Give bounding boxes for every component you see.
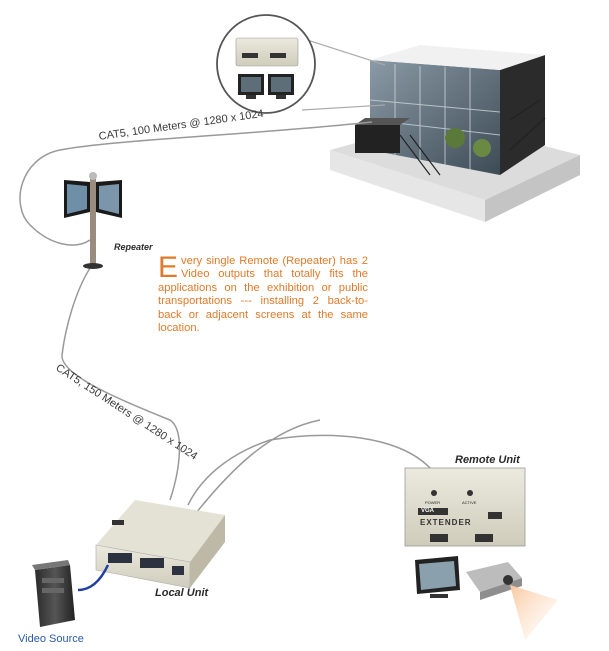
remote-unit-brand: VGA xyxy=(421,508,435,514)
remote-unit-model: EXTENDER xyxy=(420,518,472,527)
local-unit-device xyxy=(95,500,225,589)
description-drop-cap: E xyxy=(158,251,179,284)
remote-unit-device xyxy=(404,467,526,547)
remote-unit-label: Remote Unit xyxy=(455,454,520,466)
repeater-illustration xyxy=(64,172,122,269)
cables xyxy=(19,121,433,519)
building-illustration xyxy=(330,45,580,222)
remote-unit-active-label: ACTIVE xyxy=(462,500,477,505)
zoom-callout xyxy=(216,14,386,114)
remote-display-illustration xyxy=(415,556,558,640)
description-text: very single Remote (Repeater) has 2 Vide… xyxy=(158,255,368,335)
remote-unit-power-label: POWER xyxy=(425,500,441,505)
local-unit-label: Local Unit xyxy=(155,587,209,599)
video-source-label: Video Source xyxy=(18,633,84,645)
repeater-label: Repeater xyxy=(114,242,153,252)
pc-tower-illustration xyxy=(32,560,110,627)
